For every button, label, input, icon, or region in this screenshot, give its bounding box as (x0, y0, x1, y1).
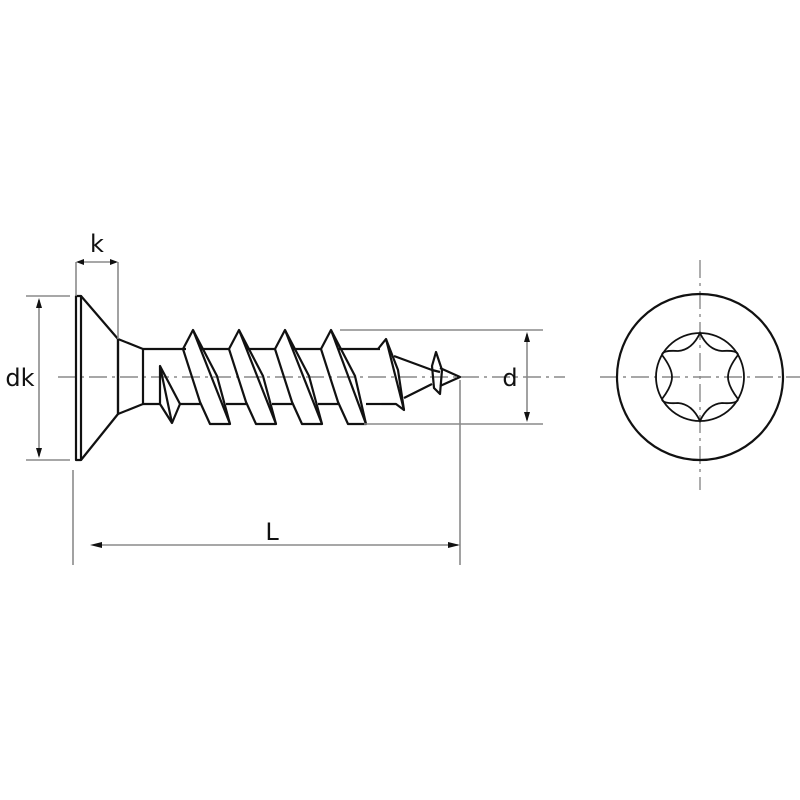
head-end-view (600, 260, 800, 490)
head-outer-circle (615, 292, 785, 462)
dimension-label-d: d (502, 364, 517, 392)
side-view (58, 294, 565, 462)
torx-recess-icon (661, 330, 739, 424)
screw-threads (180, 328, 462, 426)
dimension-arrows (36, 259, 530, 548)
dimensions (26, 261, 543, 565)
screw-head (74, 294, 145, 462)
dimension-label-k: k (90, 230, 104, 258)
screw-shank (143, 347, 186, 425)
dimension-label-L: L (265, 518, 279, 546)
dimension-label-dk: dk (5, 364, 34, 392)
